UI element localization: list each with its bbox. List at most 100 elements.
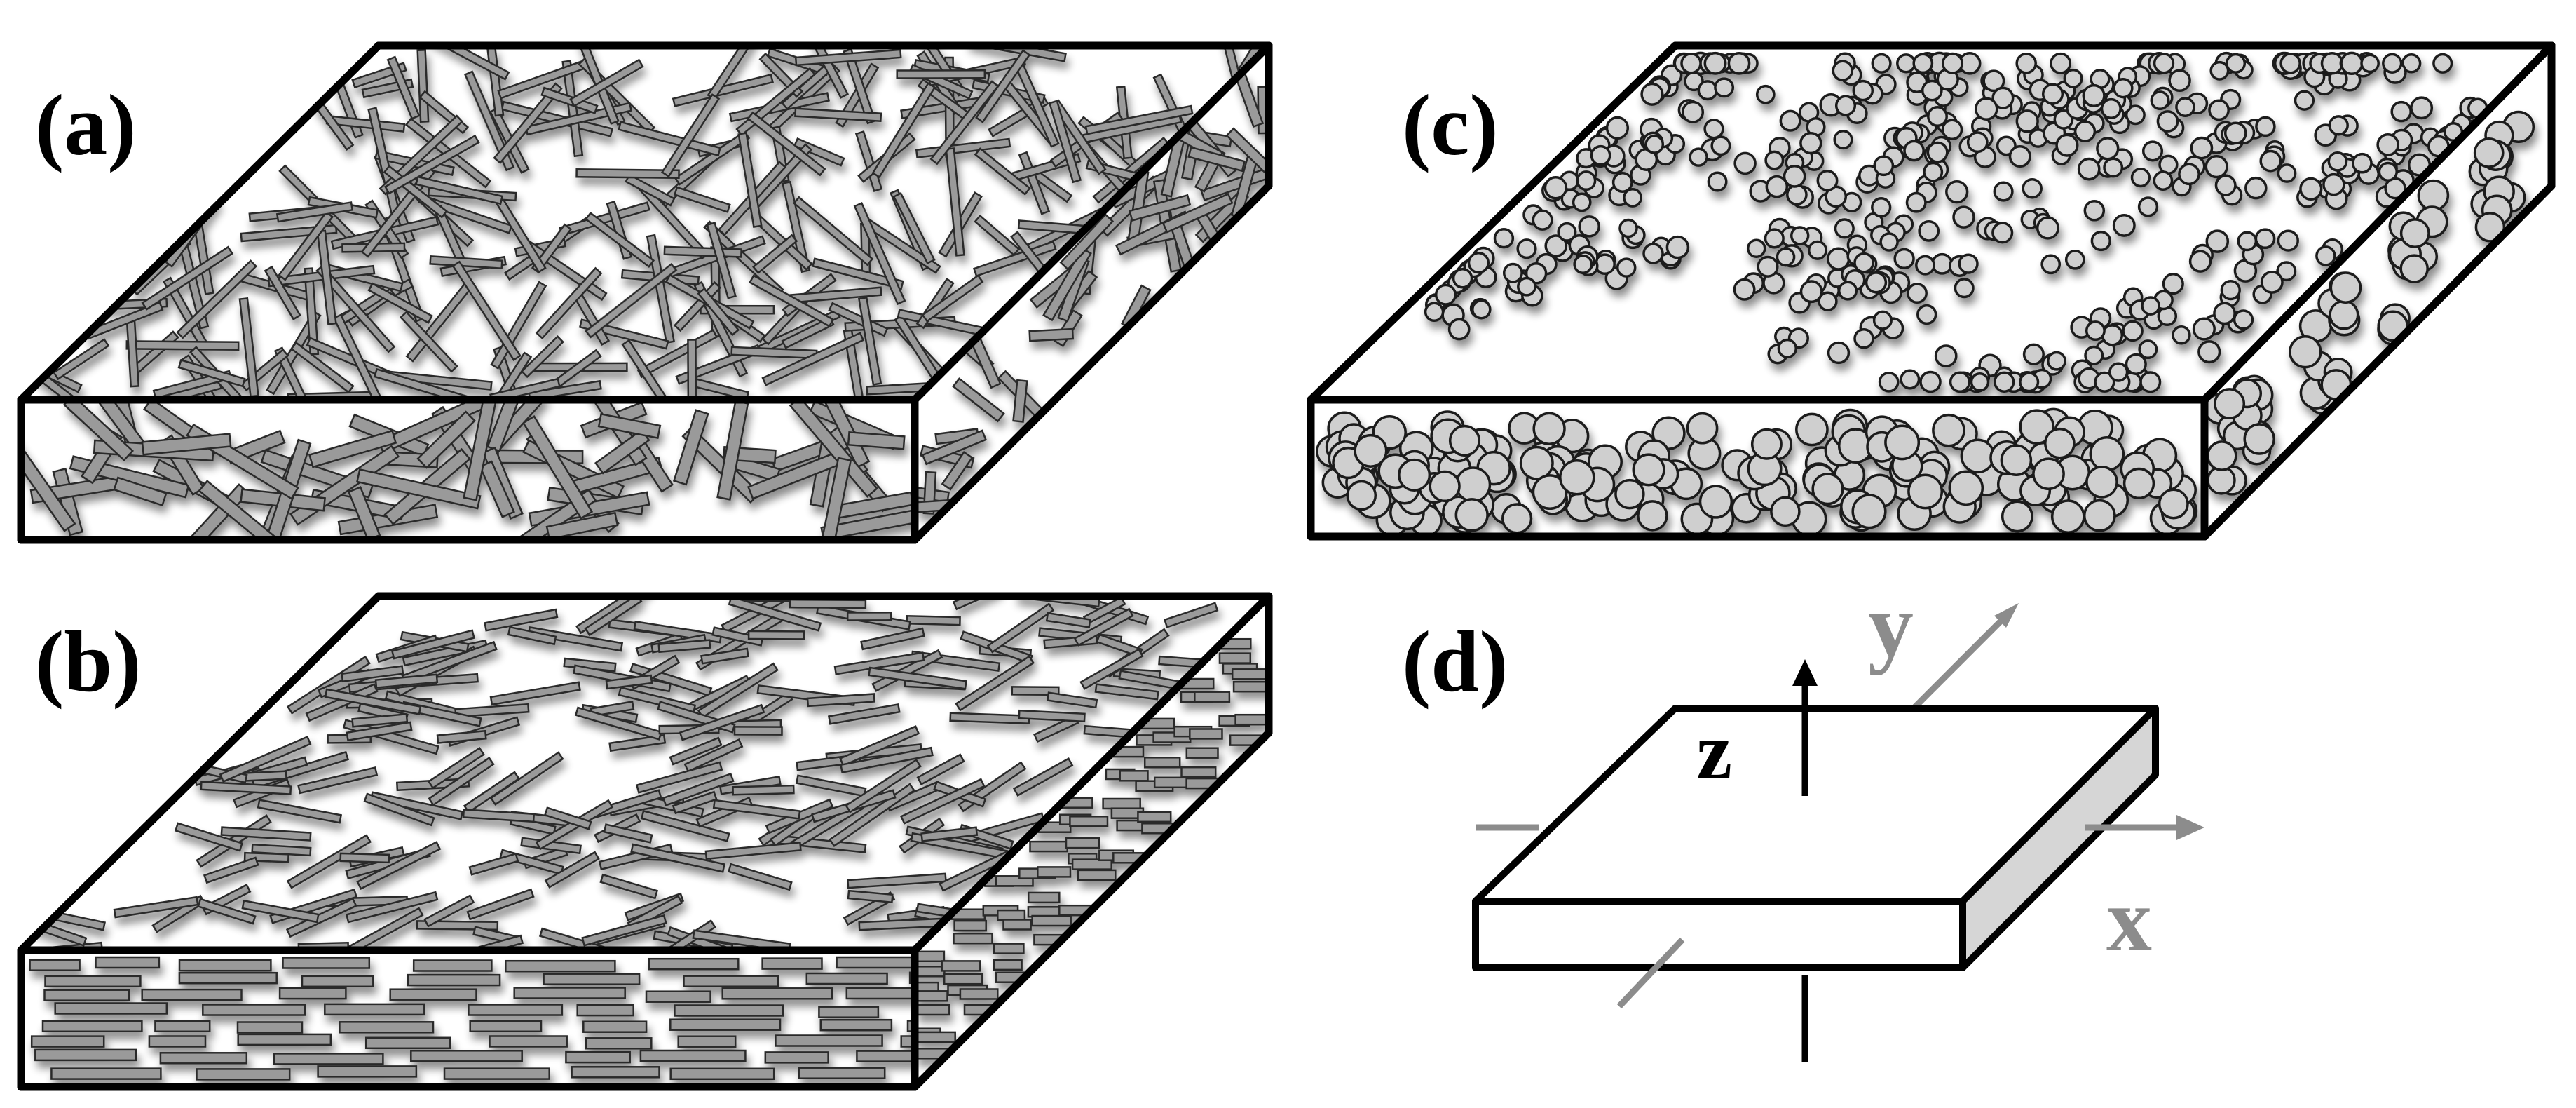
fiber: [297, 766, 379, 795]
particle: [2100, 97, 2122, 119]
fiber: [569, 58, 644, 107]
particle: [2205, 229, 2230, 253]
particle: [2473, 137, 2505, 168]
fiber: [1137, 811, 1172, 823]
particle: [1871, 53, 1892, 74]
particle: [2213, 302, 2236, 325]
particle: [1714, 77, 1735, 98]
particle: [2206, 440, 2237, 471]
particle: [1727, 51, 1751, 75]
fiber: [1027, 891, 1061, 904]
fiber: [712, 799, 801, 820]
fiber: [1102, 797, 1141, 810]
fiber: [95, 956, 161, 969]
particle: [1915, 255, 1935, 276]
particle: [1746, 238, 1766, 258]
fiber: [1018, 151, 1051, 215]
particle: [1958, 253, 1979, 274]
fiber: [663, 245, 742, 258]
fiber: [662, 772, 735, 806]
particle: [2376, 133, 2400, 156]
fiber: [827, 703, 901, 725]
fiber: [386, 55, 421, 120]
fiber: [959, 988, 999, 1000]
fiber: [1073, 607, 1134, 647]
particle: [1614, 478, 1645, 510]
fiber: [410, 1050, 523, 1062]
particle: [1993, 181, 2014, 202]
particle: [1865, 271, 1888, 294]
particle: [2162, 273, 2184, 295]
particle: [2036, 216, 2060, 240]
particle: [2040, 254, 2062, 275]
fiber: [383, 134, 480, 195]
particle: [1689, 147, 1708, 167]
particle: [1644, 135, 1665, 154]
particle: [1454, 466, 1492, 503]
fiber: [915, 1004, 950, 1016]
fiber: [839, 725, 920, 767]
particle: [1834, 95, 1857, 116]
particle: [1467, 252, 1490, 274]
particle: [2276, 261, 2297, 282]
particle: [2112, 213, 2136, 237]
fiber: [493, 82, 563, 164]
particle: [2260, 270, 2284, 294]
fiber: [407, 973, 501, 987]
slab-b-outline: [17, 592, 1273, 1091]
fiber: [148, 1035, 207, 1048]
particle: [1783, 165, 1806, 188]
fiber: [278, 987, 347, 1000]
fiber: [264, 265, 301, 320]
particle: [1765, 175, 1789, 198]
particle: [2233, 309, 2254, 330]
fiber: [29, 959, 81, 971]
particle: [2085, 320, 2106, 342]
fiber: [669, 1018, 782, 1031]
particle: [2019, 372, 2040, 393]
particle: [1918, 220, 1940, 242]
fiber: [236, 1021, 304, 1034]
particle: [1640, 82, 1664, 106]
fiber: [974, 147, 1031, 196]
fiber: [21, 424, 76, 532]
particle: [1398, 458, 1431, 492]
particle: [2082, 83, 2106, 107]
particle: [2237, 231, 2258, 252]
particle: [1903, 140, 1925, 162]
particle: [1519, 445, 1554, 480]
fiber: [237, 1033, 332, 1046]
panel-label-d: (d): [1402, 614, 1508, 710]
fiber: [257, 799, 343, 824]
particle: [1919, 370, 1942, 393]
fiber: [484, 608, 559, 632]
fiber: [941, 450, 974, 491]
particle: [1698, 485, 1733, 519]
fiber: [412, 959, 493, 972]
particle: [2008, 144, 2031, 168]
fiber: [899, 778, 986, 825]
fiber: [531, 223, 573, 274]
fiber: [575, 46, 620, 125]
particle: [2410, 96, 2434, 120]
particle: [1799, 131, 1822, 155]
fiber: [929, 80, 1000, 165]
particle: [1516, 238, 1537, 259]
fiber: [466, 888, 535, 921]
fiber: [200, 781, 292, 795]
fiber: [125, 340, 240, 351]
fiber: [921, 274, 984, 323]
particle: [1873, 155, 1895, 177]
particle: [2192, 317, 2216, 341]
fiber: [846, 612, 892, 621]
particle: [2223, 121, 2247, 145]
particle: [1878, 371, 1900, 393]
fiber: [1042, 247, 1092, 322]
particle: [1832, 60, 1854, 81]
fiber: [1077, 869, 1117, 881]
particle: [2085, 466, 2118, 499]
aligned-fibers-front-b: [29, 956, 915, 1081]
fiber: [915, 990, 948, 1002]
particle: [1733, 151, 1757, 175]
fiber: [427, 746, 485, 790]
